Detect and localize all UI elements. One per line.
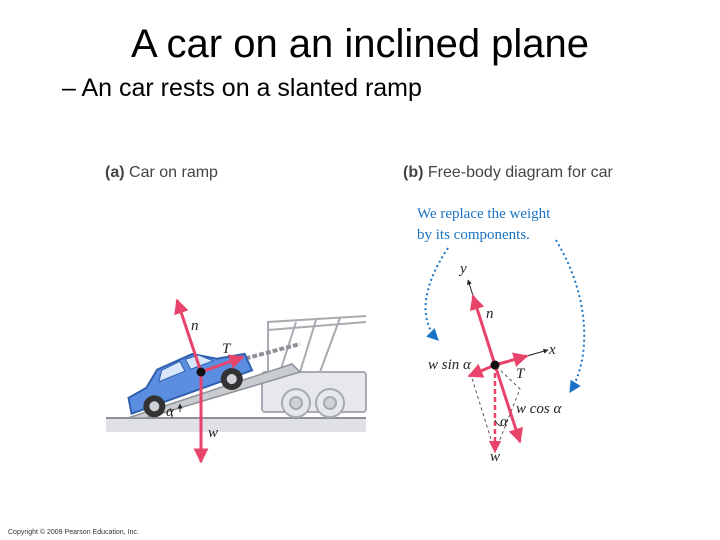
components-caption: We replace the weight by its components.: [417, 204, 550, 246]
copyright-notice: Copyright © 2009 Pearson Education, Inc.: [8, 529, 139, 536]
fbd-center-dot: [490, 360, 500, 370]
callout-arrow-left: [424, 247, 449, 341]
label-w-sin: w sin α: [428, 357, 472, 373]
caption-line-1: We replace the weight: [417, 206, 551, 222]
label-T-b: T: [516, 366, 526, 382]
tension-arrow: [200, 354, 245, 374]
tension-arrow-b: [494, 352, 529, 367]
label-w-b: w: [490, 449, 500, 465]
label-T-a: T: [222, 341, 232, 357]
panel-b-scene: y x n T w sin α w cos α α w: [424, 239, 586, 465]
panel-a-letter: (a): [105, 164, 125, 181]
tow-truck: [261, 315, 367, 418]
label-n-a: n: [191, 318, 199, 334]
ground: [106, 418, 366, 432]
label-w-a: w: [208, 425, 218, 441]
normal-force-arrow: [174, 298, 203, 373]
angle-arc: [169, 407, 173, 419]
label-n-b: n: [486, 306, 494, 322]
label-w-cos: w cos α: [516, 401, 563, 417]
car: [127, 352, 254, 418]
car-center-dot: [196, 367, 206, 377]
callout-arrow-right: [555, 239, 586, 394]
panel-a-heading: (a) Car on ramp: [105, 164, 218, 182]
w-cos-component-arrow: [493, 364, 523, 444]
panel-b-letter: (b): [403, 164, 424, 181]
panel-b-heading: (b) Free-body diagram for car: [403, 164, 613, 182]
w-sin-component-arrow: [467, 363, 496, 378]
slide-bullet: – An car rests on a slanted ramp: [62, 74, 422, 102]
slide-title: A car on an inclined plane: [130, 22, 590, 66]
panel-a-scene: α n T w: [106, 298, 367, 464]
caption-line-2: by its components.: [417, 227, 530, 243]
label-alpha-b: α: [500, 414, 509, 430]
label-alpha-a: α: [166, 404, 175, 420]
panel-b-title: Free-body diagram for car: [427, 164, 613, 181]
label-y-axis: y: [458, 261, 467, 277]
normal-force-arrow-b: [469, 294, 497, 366]
angle-arc-b: [494, 419, 502, 427]
panel-a-title: Car on ramp: [129, 164, 218, 181]
label-x-axis: x: [548, 342, 556, 358]
